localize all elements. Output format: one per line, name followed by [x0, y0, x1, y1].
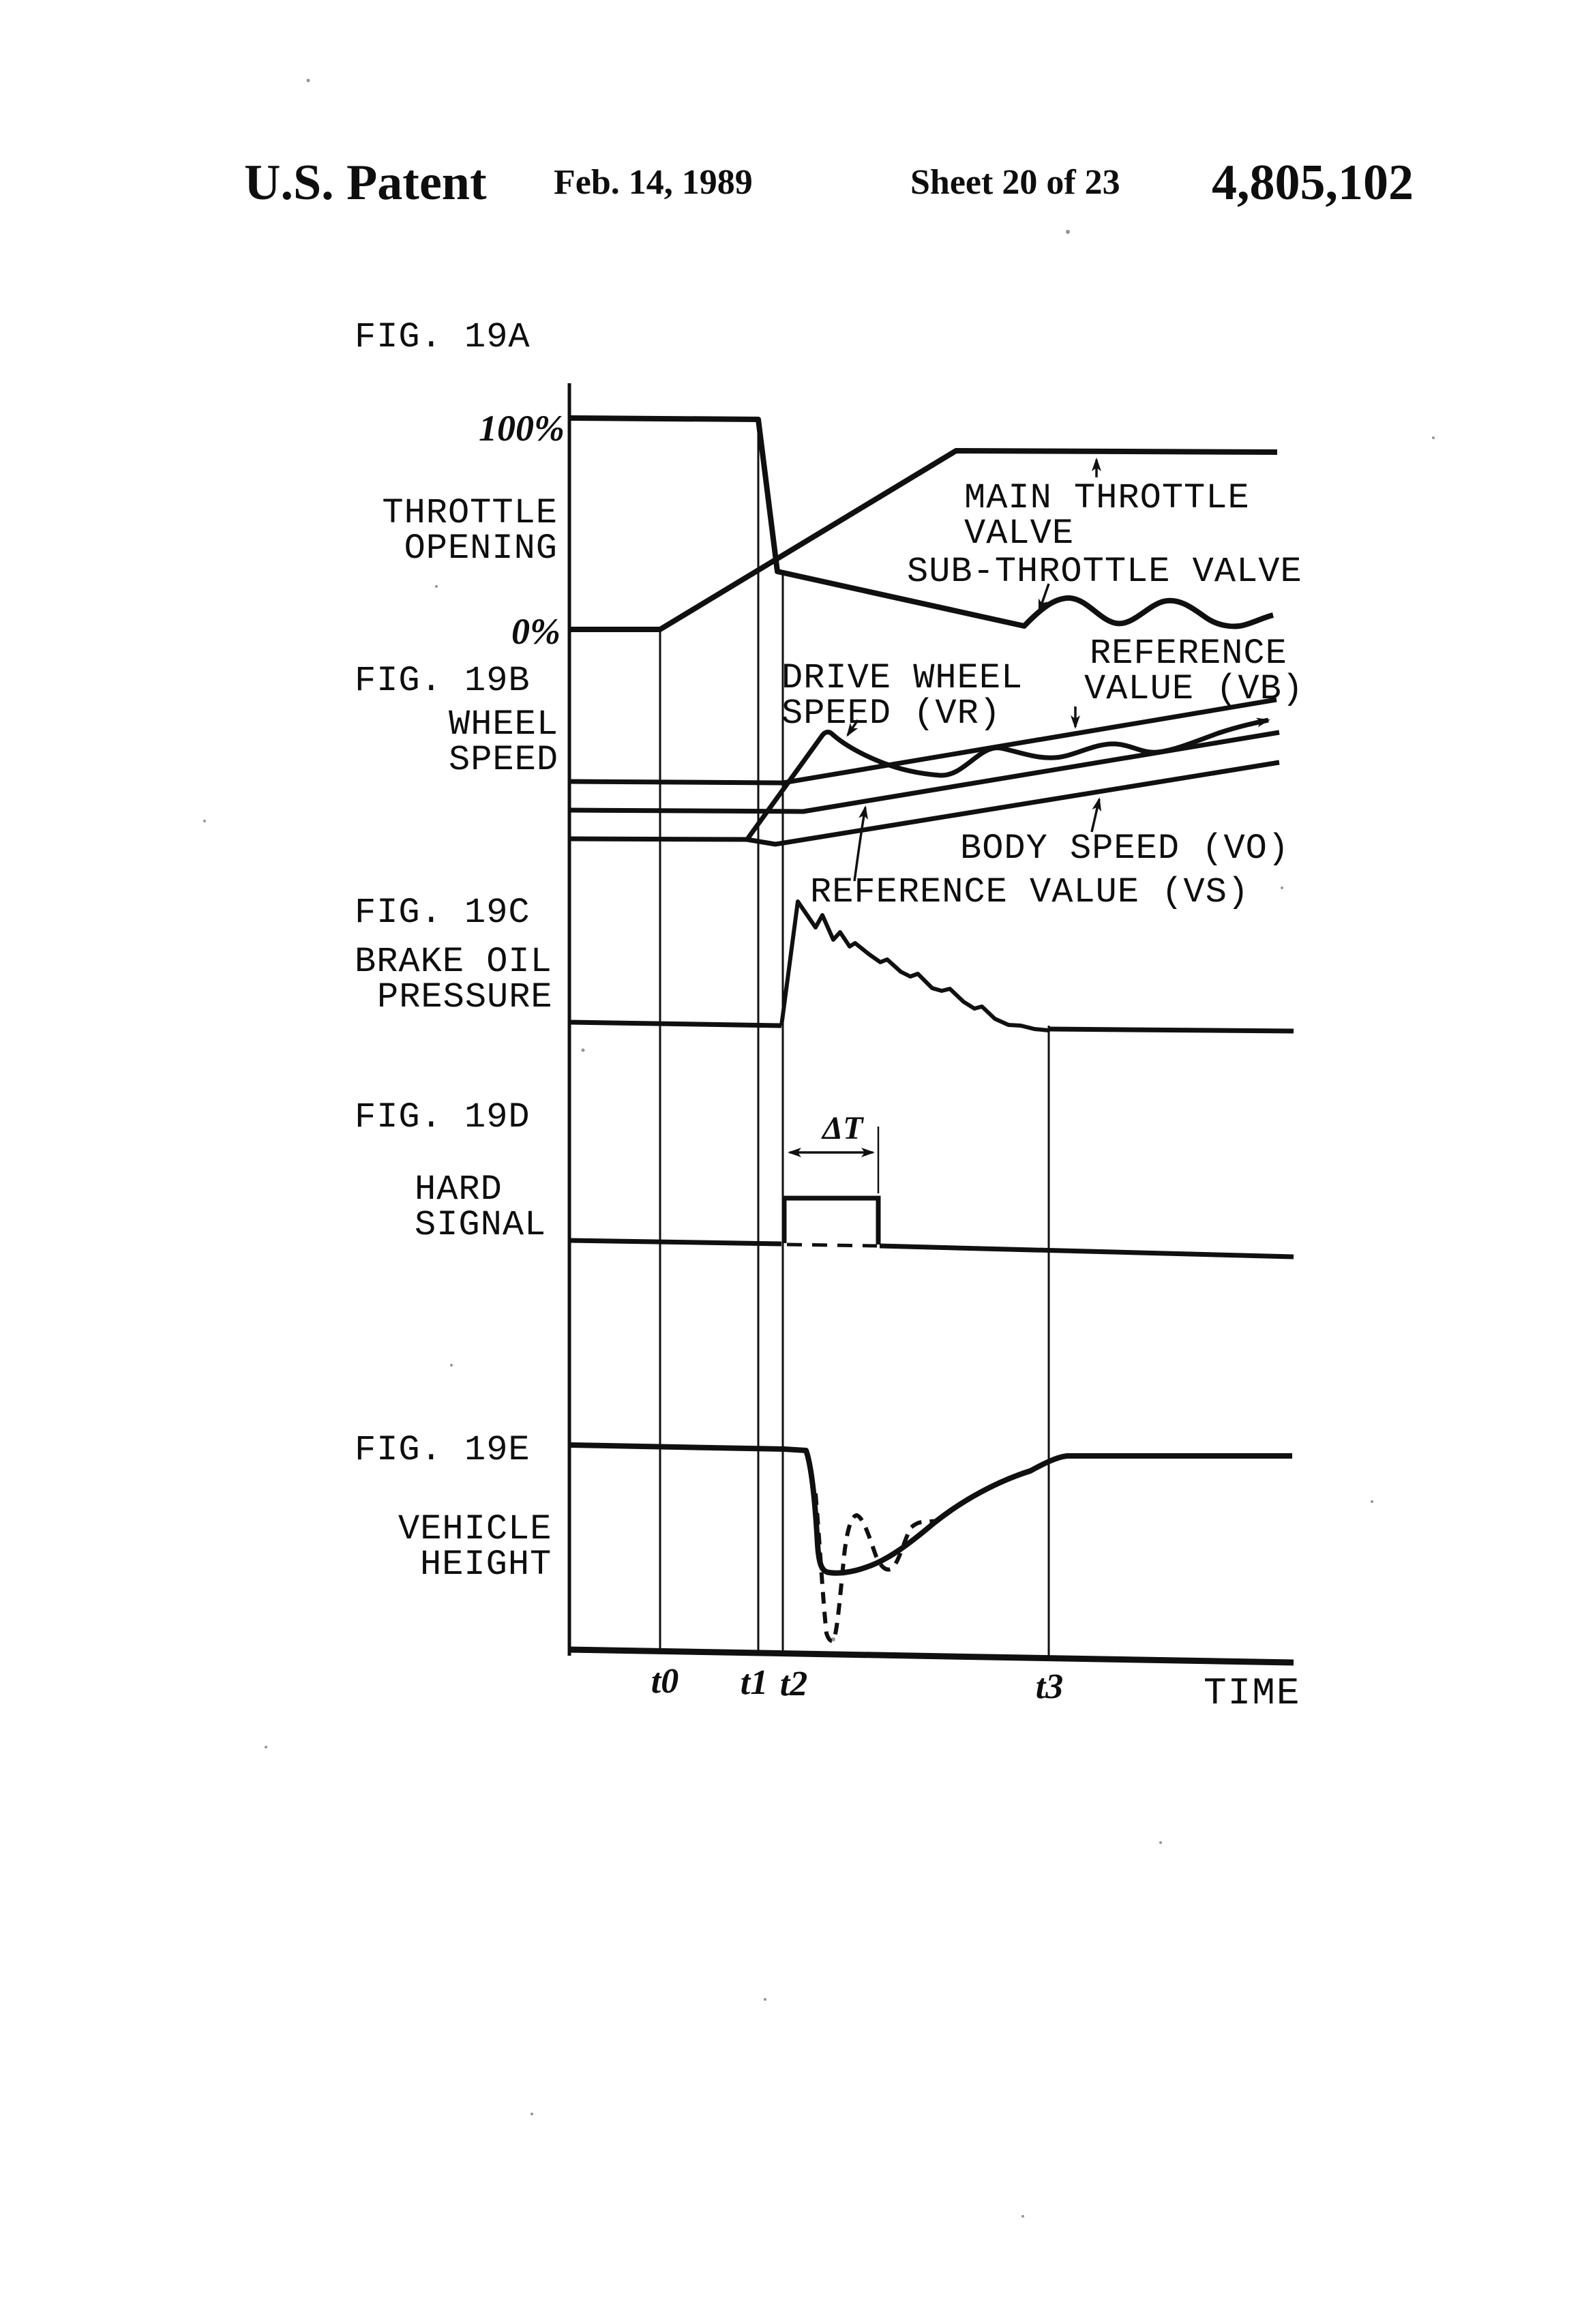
fig19b-label: FIG. 19B	[355, 661, 531, 701]
hard-signal-baseline-dashed	[786, 1242, 878, 1248]
fig19b-vr-label-2: SPEED (VR)	[781, 694, 1001, 734]
page-header: U.S. Patent Feb. 14, 1989 Sheet 20 of 23…	[244, 155, 1414, 211]
fig19c-axis-caption-2: PRESSURE	[377, 977, 553, 1017]
fig19a-sub-valve-label: SUB-THROTTLE VALVE	[907, 552, 1302, 592]
sub-valve-arrow	[1038, 583, 1050, 613]
tick-t0: t0	[651, 1662, 678, 1701]
reference-vs-line	[569, 730, 1280, 814]
fig19b-vs-label: REFERENCE VALUE (VS)	[810, 872, 1249, 912]
time-axis-line	[567, 1646, 1294, 1666]
tick-t3: t3	[1036, 1667, 1063, 1706]
figure-19a: FIG. 19A 100% 0% THROTTLE OPENING MAIN T…	[355, 317, 1302, 652]
vr-label-arrow	[846, 719, 859, 737]
fig19a-axis-caption-2: OPENING	[404, 528, 558, 569]
fig19c-axis-caption-1: BRAKE OIL	[355, 942, 552, 982]
fig19b-axis-caption-1: WHEEL	[449, 704, 558, 745]
tick-t1: t1	[741, 1663, 768, 1702]
figure-19d: FIG. 19D HARD SIGNAL ΔT	[355, 1097, 1294, 1260]
header-patent-number: 4,805,102	[1212, 155, 1414, 211]
fig19c-label: FIG. 19C	[355, 893, 531, 933]
brake-pressure-baseline-right	[1048, 1026, 1294, 1034]
fig19b-vb-label-2: VALUE (VB)	[1084, 669, 1304, 709]
hard-signal-pulse	[781, 1195, 881, 1245]
fig19a-main-valve-label-2: VALVE	[964, 513, 1074, 554]
body-speed-vo-line	[569, 760, 1280, 847]
fig19a-axis-caption-1: THROTTLE	[382, 493, 558, 533]
scan-speckles	[203, 78, 1435, 2218]
figure-19b: FIG. 19B WHEEL SPEED DRIVE WHEEL SPEED (…	[355, 634, 1304, 912]
vs-label-arrow	[853, 805, 868, 882]
figure-19e: FIG. 19E VEHICLE HEIGHT	[355, 1430, 1292, 1643]
header-title: U.S. Patent	[244, 155, 487, 211]
figure-19c: FIG. 19C BRAKE OIL PRESSURE	[355, 893, 1294, 1034]
fig19a-main-valve-label-1: MAIN THROTTLE	[964, 478, 1250, 518]
header-sheet: Sheet 20 of 23	[910, 163, 1120, 202]
shared-axes	[567, 383, 1294, 1666]
main-throttle-curve	[569, 448, 1278, 632]
fig19d-axis-caption-2: SIGNAL	[415, 1205, 546, 1245]
tick-t2: t2	[780, 1665, 807, 1703]
brake-pressure-sawtooth-curve	[779, 899, 1049, 1032]
vehicle-height-dashed-curve	[814, 1493, 939, 1643]
hard-signal-baseline-right	[879, 1243, 1294, 1260]
vehicle-height-solid-curve	[569, 1442, 1292, 1576]
fig19b-vb-label-1: REFERENCE	[1090, 634, 1287, 674]
sub-throttle-curve	[569, 415, 1274, 629]
time-axis-caption: TIME	[1204, 1671, 1300, 1715]
fig19b-axis-caption-2: SPEED	[449, 740, 558, 780]
fig19a-label: FIG. 19A	[355, 317, 531, 357]
header-date: Feb. 14, 1989	[554, 163, 753, 202]
drive-wheel-speed-vr-curve	[746, 717, 1270, 840]
vo-label-arrow	[1090, 797, 1102, 833]
fig19d-delta-t-label: ΔT	[821, 1110, 864, 1146]
fig19e-axis-caption-2: HEIGHT	[420, 1545, 552, 1585]
time-axis-labels: t0 t1 t2 t3 TIME	[651, 1662, 1300, 1715]
hard-signal-baseline-left	[569, 1238, 782, 1247]
brake-pressure-baseline-left	[569, 1019, 782, 1028]
fig19e-label: FIG. 19E	[355, 1430, 531, 1470]
fig19d-axis-caption-1: HARD	[415, 1170, 503, 1210]
fig19d-label: FIG. 19D	[355, 1097, 531, 1137]
fig19b-vo-label: BODY SPEED (VO)	[960, 829, 1289, 869]
fig19b-vr-label-1: DRIVE WHEEL	[781, 658, 1023, 698]
fig19a-ytick-0: 0%	[511, 611, 561, 652]
fig19e-axis-caption-1: VEHICLE	[398, 1509, 552, 1549]
fig19a-ytick-100: 100%	[479, 408, 565, 449]
reference-vb-line	[569, 697, 1277, 786]
